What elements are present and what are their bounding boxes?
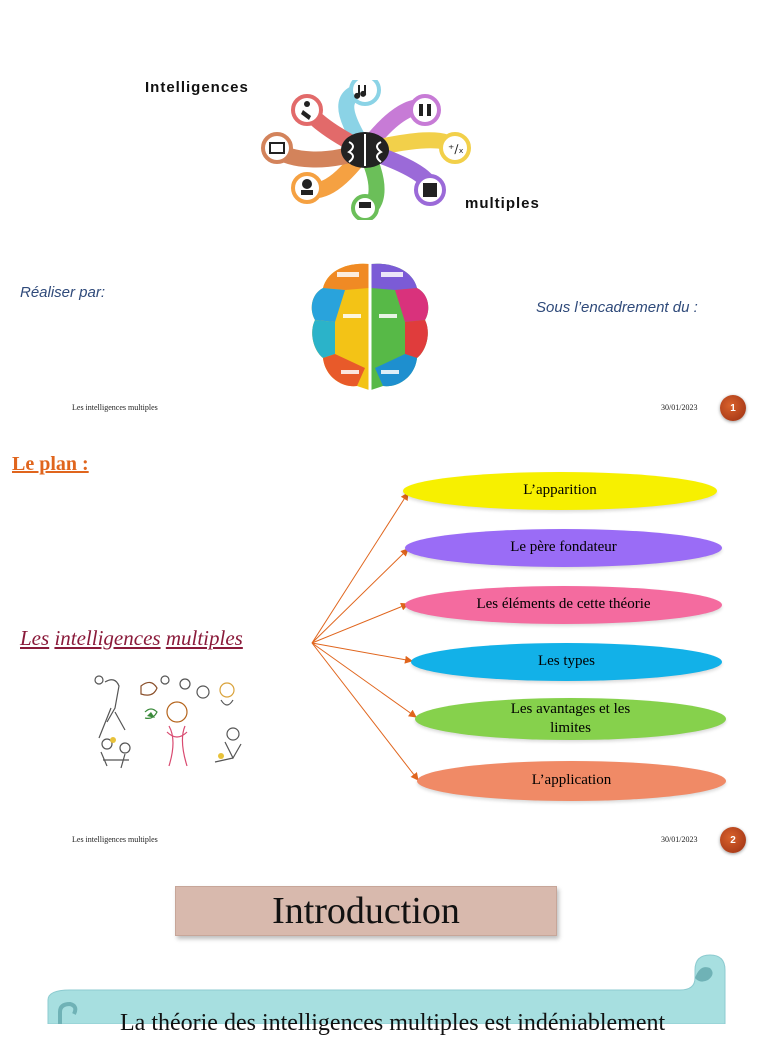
arrow-to-item-2 (311, 548, 409, 644)
plan-item-avantages-limites: Les avantages et les limites (415, 698, 726, 740)
plan-item-label: Les types (537, 653, 596, 670)
title-word-multiples: multiples (465, 195, 540, 212)
main-topic: Les intelligences multiples (20, 626, 243, 651)
title-word-intelligences: Intelligences (145, 79, 249, 96)
plan-item-label: L’apparition (523, 482, 597, 499)
doodle-illustration (94, 675, 242, 769)
svg-text:⁺∕ₓ: ⁺∕ₓ (448, 142, 464, 156)
plan-item-label: Les éléments de cette théorie (476, 596, 651, 613)
arrow-to-item-6 (311, 642, 419, 781)
slide1-footer-date: 30/01/2023 (661, 403, 698, 412)
encadrement-label: Sous l’encadrement du : (536, 299, 698, 316)
arrow-to-item-1 (311, 492, 409, 644)
scroll-banner-shape (47, 954, 726, 1024)
introduction-title: Introduction (175, 886, 557, 936)
multiple-intelligences-flower-icon: ⁺∕ₓ (261, 80, 471, 220)
plan-item-application: L’application (417, 761, 726, 801)
slide2-page-number: 2 (720, 827, 746, 853)
plan-item-label: L’application (531, 772, 612, 789)
topic-word-les: Les (20, 626, 50, 650)
slide2-footer-date: 30/01/2023 (661, 835, 698, 844)
colorful-brain-icon (311, 263, 429, 390)
plan-item-elements: Les éléments de cette théorie (405, 586, 722, 624)
arrow-to-item-5 (311, 642, 417, 718)
topic-word-multiples: multiples (165, 626, 243, 650)
plan-item-apparition: L’apparition (403, 472, 717, 510)
plan-item-label: Le père fondateur (510, 539, 617, 556)
plan-item-types: Les types (411, 643, 722, 681)
arrow-to-item-4 (311, 642, 413, 664)
arrow-to-item-3 (311, 602, 409, 644)
slide2-footer-title: Les intelligences multiples (72, 835, 158, 844)
plan-item-label: Les avantages et les limites (510, 700, 631, 737)
slide1-page-number: 1 (720, 395, 746, 421)
slide1-footer-title: Les intelligences multiples (72, 403, 158, 412)
realiser-par-label: Réaliser par: (20, 284, 106, 301)
plan-title: Le plan : (12, 453, 89, 475)
topic-word-intelligences: intelligences (54, 626, 161, 650)
plan-item-pere-fondateur: Le père fondateur (405, 529, 722, 567)
